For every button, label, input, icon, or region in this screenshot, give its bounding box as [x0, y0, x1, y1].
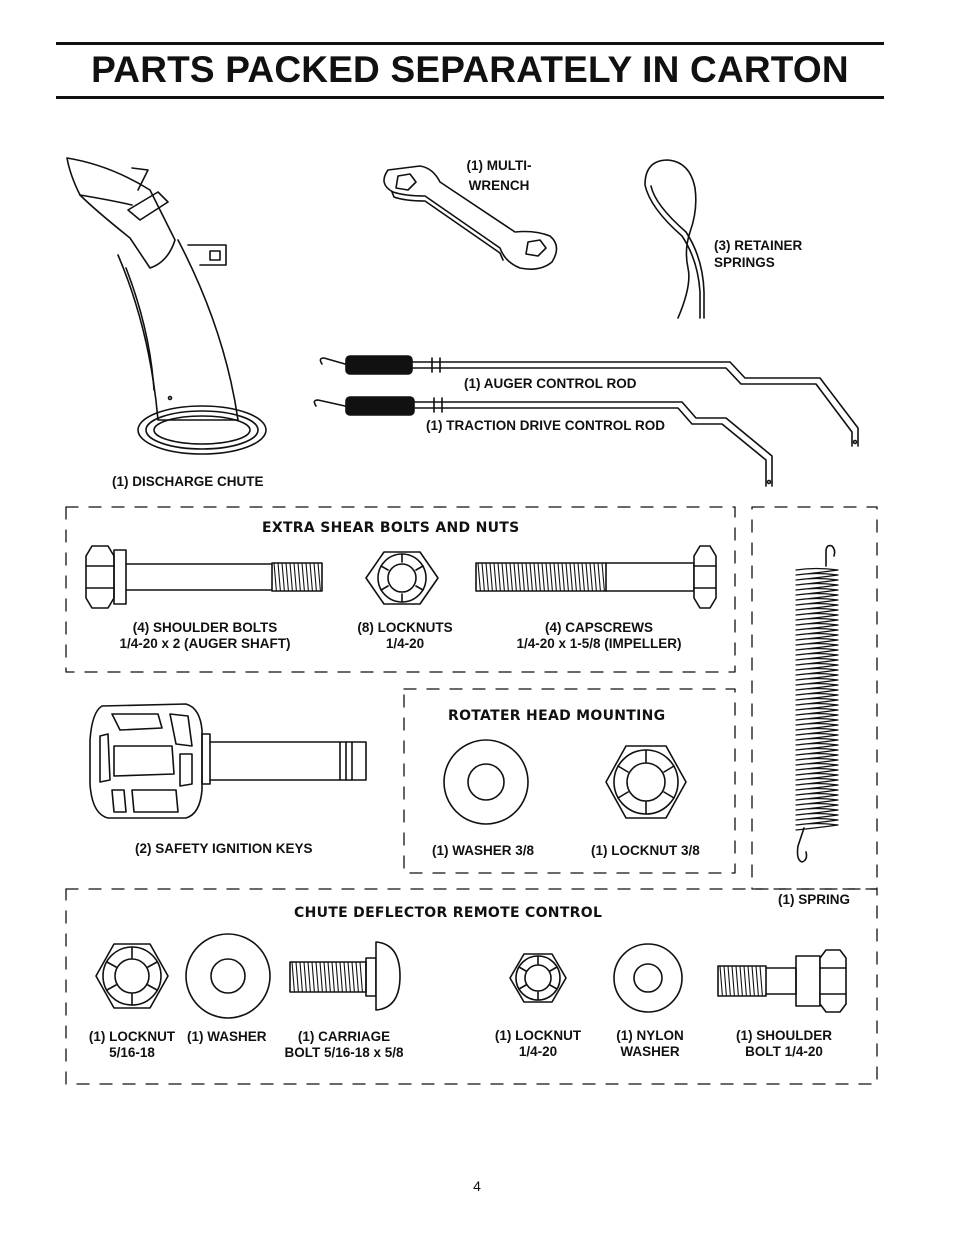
chute-locknut-5-16-label-line1: (1) LOCKNUT — [88, 1029, 176, 1044]
nylon-washer-label: (1) NYLON WASHER — [604, 1028, 696, 1060]
chute-shoulder-bolt-drawing — [717, 949, 847, 1013]
nylon-washer-drawing — [613, 943, 683, 1013]
carriage-bolt-drawing — [289, 941, 401, 1011]
safety-ignition-keys-label: (2) SAFETY IGNITION KEYS — [135, 841, 313, 856]
traction-drive-control-rod-label: (1) TRACTION DRIVE CONTROL ROD — [426, 418, 665, 433]
chute-washer-drawing — [185, 933, 271, 1019]
chute-shoulder-bolt-label-line2: BOLT 1/4-20 — [745, 1044, 823, 1059]
title-bottom-rule — [56, 96, 884, 99]
capscrews-label: (4) CAPSCREWS 1/4-20 x 1-5/8 (IMPELLER) — [502, 620, 696, 652]
capscrew-drawing — [475, 545, 717, 609]
page-number: 4 — [473, 1178, 481, 1194]
title-top-rule — [56, 42, 884, 45]
auger-control-rod-label: (1) AUGER CONTROL ROD — [464, 376, 637, 391]
carriage-bolt-label: (1) CARRIAGE BOLT 5/16-18 x 5/8 — [276, 1029, 412, 1061]
spring-drawing — [795, 544, 839, 863]
chute-locknut-1-4-label-line1: (1) LOCKNUT — [494, 1028, 582, 1043]
chute-locknut-1-4-label-line2: 1/4-20 — [518, 1044, 558, 1059]
multi-wrench-label-line2: WRENCH — [468, 178, 530, 193]
multi-wrench-label-line1: (1) MULTI- — [466, 158, 532, 173]
locknuts-label-line2: 1/4-20 — [385, 636, 425, 651]
shear-section-heading: EXTRA SHEAR BOLTS AND NUTS — [262, 520, 520, 536]
multi-wrench-label: (1) MULTI- WRENCH — [454, 158, 544, 194]
rotater-locknut-drawing — [605, 745, 687, 819]
chute-locknut-5-16-label-line2: 5/16-18 — [109, 1045, 155, 1060]
rotater-section-frame — [403, 688, 736, 874]
chute-section-frame — [65, 888, 878, 1085]
carriage-bolt-label-line2: BOLT 5/16-18 x 5/8 — [284, 1045, 404, 1060]
chute-locknut-5-16-label: (1) LOCKNUT 5/16-18 — [82, 1029, 182, 1061]
rotater-section-heading: ROTATER HEAD MOUNTING — [448, 708, 666, 724]
discharge-chute-drawing — [66, 157, 267, 455]
shoulder-bolts-label-line2: 1/4-20 x 2 (AUGER SHAFT) — [119, 636, 291, 651]
retainer-springs-label-line2: SPRINGS — [714, 255, 775, 270]
multi-wrench-drawing — [383, 165, 558, 270]
auger-control-rod-drawing — [319, 355, 859, 447]
chute-locknut-1-4-drawing — [509, 953, 567, 1003]
rotater-locknut-label: (1) LOCKNUT 3/8 — [591, 843, 700, 858]
chute-section-heading: CHUTE DEFLECTOR REMOTE CONTROL — [294, 905, 603, 921]
rotater-washer-drawing — [443, 739, 529, 825]
capscrews-label-line2: 1/4-20 x 1-5/8 (IMPELLER) — [516, 636, 682, 651]
chute-shoulder-bolt-label-line1: (1) SHOULDER — [735, 1028, 832, 1043]
nylon-washer-label-line2: WASHER — [620, 1044, 680, 1059]
chute-locknut-5-16-drawing — [95, 943, 169, 1009]
locknuts-label-line1: (8) LOCKNUTS — [357, 620, 453, 635]
capscrews-label-line1: (4) CAPSCREWS — [544, 620, 653, 635]
traction-drive-control-rod-drawing — [313, 396, 773, 487]
locknuts-label: (8) LOCKNUTS 1/4-20 — [345, 620, 465, 652]
locknut-shear-drawing — [365, 551, 439, 605]
nylon-washer-label-line1: (1) NYLON — [616, 1028, 684, 1043]
shoulder-bolt-drawing — [85, 545, 323, 609]
spring-label: (1) SPRING — [778, 892, 851, 907]
retainer-springs-label: (3) RETAINER SPRINGS — [714, 238, 802, 271]
discharge-chute-label: (1) DISCHARGE CHUTE — [112, 474, 264, 489]
chute-locknut-1-4-label: (1) LOCKNUT 1/4-20 — [488, 1028, 588, 1060]
retainer-springs-label-line1: (3) RETAINER — [714, 238, 803, 253]
chute-washer-label: (1) WASHER — [187, 1029, 267, 1044]
shoulder-bolts-label-line1: (4) SHOULDER BOLTS — [132, 620, 278, 635]
rotater-washer-label: (1) WASHER 3/8 — [432, 843, 535, 858]
ignition-key-drawing — [89, 703, 367, 819]
section-frames — [65, 506, 878, 1085]
retainer-spring-drawing — [644, 159, 705, 319]
shoulder-bolts-label: (4) SHOULDER BOLTS 1/4-20 x 2 (AUGER SHA… — [100, 620, 310, 652]
chute-shoulder-bolt-label: (1) SHOULDER BOLT 1/4-20 — [728, 1028, 840, 1060]
page-title: PARTS PACKED SEPARATELY IN CARTON — [91, 49, 849, 90]
shear-section-frame — [65, 506, 736, 673]
carriage-bolt-label-line1: (1) CARRIAGE — [297, 1029, 391, 1044]
